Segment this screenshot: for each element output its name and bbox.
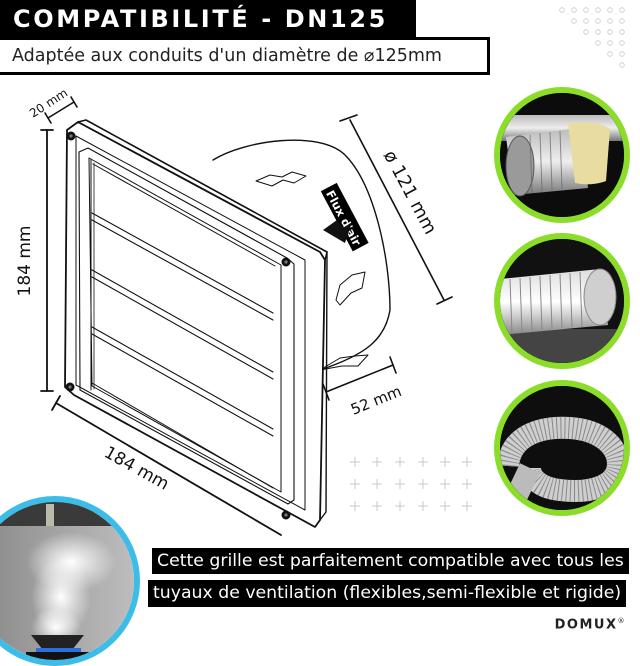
duct-image-insulated-flexible — [494, 87, 630, 223]
caption-line-1: Cette grille est parfaitement compatible… — [152, 548, 629, 574]
duct-image-rigid-extensible — [494, 380, 630, 516]
page-subtitle: Adaptée aux conduits d'un diamètre de ⌀1… — [0, 37, 490, 75]
brand-name: DOMUX — [554, 617, 618, 633]
duct-image-semi-flexible — [494, 233, 630, 369]
dimension-height-label: 184 mm — [15, 226, 35, 297]
dot-pattern-decoration — [559, 7, 625, 68]
cross-pattern-decoration — [350, 457, 472, 511]
caption-line-2: tuyaux de ventilation (flexibles,semi-fl… — [148, 580, 627, 607]
registered-mark: ® — [617, 617, 626, 625]
grille-technical-drawing: 20 mm 184 mm 184 mm ø 121 mm 52 mm Flux … — [15, 86, 453, 536]
dimension-length-label: 52 mm — [348, 382, 404, 419]
brand-logo: DOMUX® — [555, 617, 626, 632]
arrow-airflow-icon — [323, 220, 352, 243]
page-title: COMPATIBILITÉ - DN125 — [0, 0, 416, 38]
dimension-depth-label: 20 mm — [27, 86, 70, 121]
